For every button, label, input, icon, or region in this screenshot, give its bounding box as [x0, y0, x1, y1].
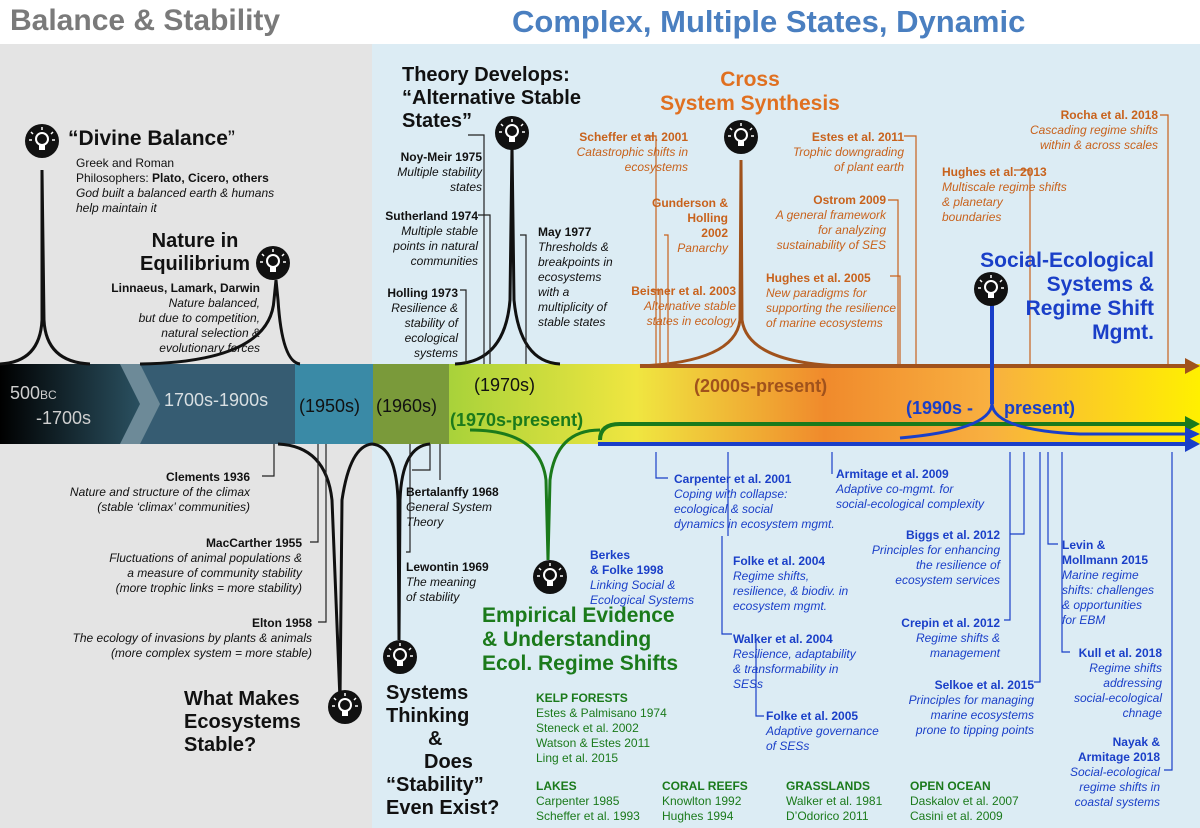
- era-1970s: (1970s): [474, 375, 536, 395]
- era-1700s: -1700s: [36, 408, 92, 428]
- era-block-1700s: [140, 364, 295, 444]
- header-complex-dynamic: Complex, Multiple States, Dynamic: [512, 4, 1026, 39]
- lightbulb-icon: [974, 272, 1008, 306]
- header-balance-stability: Balance & Stability: [10, 4, 281, 37]
- era-500bc: 500BC: [10, 383, 57, 403]
- era-block-1960s: [373, 364, 449, 444]
- theme-divine-balance-text: Greek and Roman Philosophers: Plato, Cic…: [76, 156, 275, 215]
- era-1970s-present: (1970s-present): [450, 410, 584, 430]
- era-block-ancient: [0, 364, 140, 444]
- era-1950s: (1950s): [299, 396, 361, 416]
- era-1960s: (1960s): [376, 396, 438, 416]
- lightbulb-icon: [495, 116, 529, 150]
- era-block-1970s-present: [449, 364, 1200, 444]
- era-2000s-present: (2000s-present): [694, 376, 828, 396]
- lightbulb-icon: [25, 124, 59, 158]
- era-present: present): [1004, 398, 1076, 418]
- chevron-icon: [120, 364, 160, 444]
- era-block-1950s: [295, 364, 373, 444]
- lightbulb-icon: [328, 690, 362, 724]
- lightbulb-icon: [724, 120, 758, 154]
- era-1700s-1900s: 1700s-1900s: [164, 390, 269, 410]
- lightbulb-icon: [383, 640, 417, 674]
- era-1990s: (1990s -: [906, 398, 974, 418]
- lightbulb-icon: [256, 246, 290, 280]
- theme-nature-equilibrium-text: Linnaeus, Lamark, Darwin Nature balanced…: [111, 281, 260, 355]
- lightbulb-icon: [533, 560, 567, 594]
- theme-divine-balance-title: “Divine Balance”: [68, 127, 235, 150]
